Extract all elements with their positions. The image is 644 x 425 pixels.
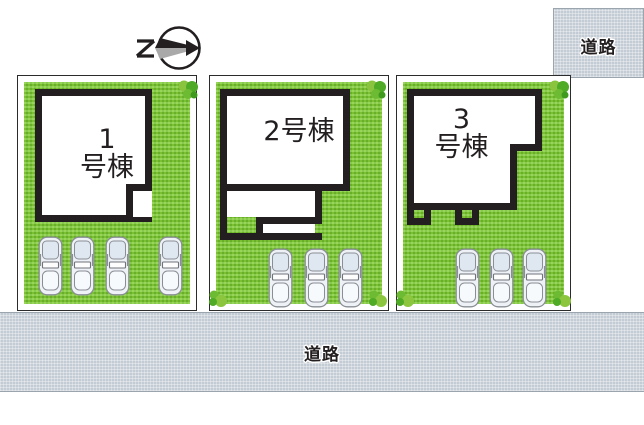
house-1-edge xyxy=(145,89,152,222)
house-2-step-side xyxy=(315,184,322,224)
car-icon xyxy=(268,248,293,308)
house-3-step-side xyxy=(510,144,517,210)
house-3-entry-left-3 xyxy=(424,203,431,225)
car-icon xyxy=(70,236,95,296)
house-2-base xyxy=(263,233,322,240)
house-3 xyxy=(407,89,542,151)
car-icon xyxy=(38,236,63,296)
road-area-bottom: 道路 xyxy=(0,312,644,392)
compass-north-arrow-icon xyxy=(134,22,206,74)
plot-1[interactable]: 1 号棟 xyxy=(17,75,200,311)
house-2-entry-bar xyxy=(220,233,263,240)
house-2-left-edge xyxy=(220,184,227,240)
shrub-icon xyxy=(364,78,388,107)
car-icon xyxy=(304,248,329,308)
house-2 xyxy=(220,89,350,191)
house-3-entry-left-2 xyxy=(407,218,431,225)
road-area-top: 道路 xyxy=(553,8,644,78)
house-1-base xyxy=(35,215,133,222)
car-icon xyxy=(522,248,547,308)
house-3-mid-fill xyxy=(414,144,510,210)
house-2-mid-fill xyxy=(227,191,315,217)
house-3-entry-mid-3 xyxy=(472,203,479,225)
house-2-lower-top xyxy=(256,217,322,224)
house-3-step-top xyxy=(510,144,542,151)
house-3-base xyxy=(407,203,517,210)
car-icon xyxy=(455,248,480,308)
house-1-notch-side xyxy=(126,184,133,217)
car-icon xyxy=(338,248,363,308)
plot-3[interactable]: 3 号棟 xyxy=(396,75,571,311)
shrub-icon xyxy=(552,288,574,315)
road-label-top: 道路 xyxy=(580,38,617,58)
plot-2[interactable]: 2号棟 xyxy=(209,75,389,311)
house-1-notch-top xyxy=(126,184,152,191)
shrub-icon xyxy=(368,288,390,315)
shrub-icon xyxy=(395,288,417,315)
car-icon xyxy=(158,236,183,296)
house-1-notch-gap xyxy=(133,191,152,217)
car-icon xyxy=(105,236,130,296)
road-label-bottom: 道路 xyxy=(304,344,340,365)
house-3-entry-mid-1 xyxy=(455,203,462,225)
house-3-entry-mid-2 xyxy=(455,218,479,225)
car-icon xyxy=(489,248,514,308)
shrub-icon xyxy=(547,78,571,107)
shrub-icon xyxy=(176,78,200,107)
house-2-step-top xyxy=(315,184,350,191)
shrub-icon xyxy=(208,288,230,315)
house-2-lower-side xyxy=(256,217,263,240)
house-3-left-edge xyxy=(407,144,414,210)
house-3-entry-left-1 xyxy=(407,203,414,225)
